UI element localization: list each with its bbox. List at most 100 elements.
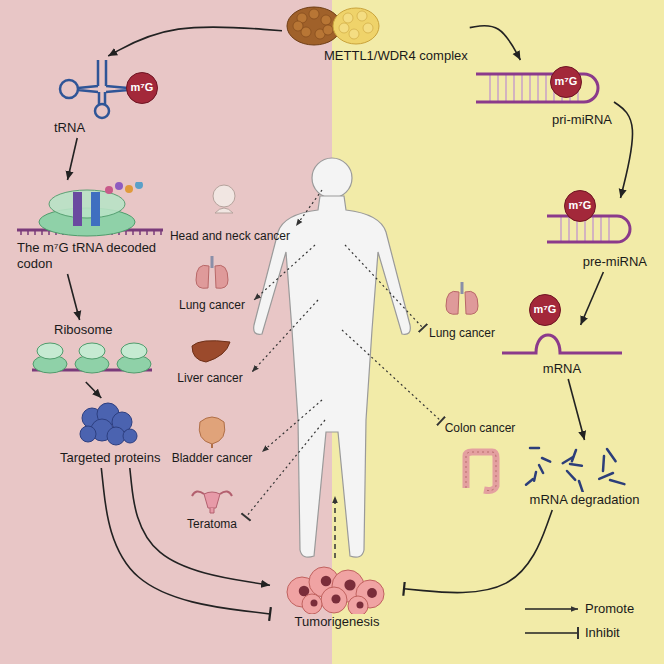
node-label: mRNA <box>543 361 581 377</box>
modification-label: m⁷G <box>569 199 592 212</box>
node-illustration-part-part <box>489 74 491 102</box>
node-label: METTL1/WDR4 complex <box>324 48 468 64</box>
m7g-badge: m⁷G <box>564 190 596 222</box>
node-illustration-part-part <box>367 588 377 598</box>
node-illustration-part-part <box>339 23 349 33</box>
node-illustration-part-part <box>513 74 515 102</box>
node-illustration-part-part <box>91 192 100 226</box>
node-illustration-part-part <box>579 481 583 492</box>
node-illustration-part-part <box>344 579 355 590</box>
bladder-icon-part <box>211 444 213 448</box>
cancer-label: Lung cancer <box>179 298 245 312</box>
node-illustration-part-part <box>607 449 616 461</box>
node-illustration-part-part <box>135 182 143 189</box>
promote-connector <box>86 382 102 398</box>
node-illustration-part-part <box>78 60 128 104</box>
pathway-node: Targeted proteins <box>50 398 164 468</box>
node-illustration-part-part <box>497 74 499 102</box>
promote-connector <box>568 379 584 440</box>
node-illustration-part-part <box>20 230 22 235</box>
promote-connector <box>108 27 282 56</box>
modification-label: m⁷G <box>534 303 557 316</box>
human-figure-part <box>312 158 352 198</box>
node-illustration-part-part <box>592 216 594 242</box>
node-illustration-part-part <box>80 426 96 442</box>
pathway-node: Ribosome <box>30 320 154 382</box>
node-illustration-part-part <box>610 480 624 484</box>
node-label: Ribosome <box>54 322 113 338</box>
legend-samples-part <box>525 608 578 610</box>
node-illustration-part-part <box>505 74 507 102</box>
right-panel <box>332 0 664 664</box>
uterus-icon-part <box>192 491 232 496</box>
node-illustration-part-part <box>34 230 36 235</box>
node-illustration-part-part <box>331 594 340 603</box>
pathway-node: pri-miRNA <box>470 60 614 130</box>
node-illustration-part-part <box>321 576 332 587</box>
node-illustration-part-part <box>79 343 105 359</box>
node-illustration-part-part <box>302 594 322 614</box>
head-icon <box>213 185 235 213</box>
cancer-label: Colon cancer <box>445 421 516 435</box>
liver-icon <box>192 341 230 362</box>
body-leader-lines-part <box>296 190 322 226</box>
node-illustration-part-part <box>502 335 622 353</box>
node-illustration-part-part <box>132 230 134 235</box>
node-illustration-part-part <box>311 600 318 607</box>
promote-connector <box>68 138 78 180</box>
node-illustration-part-part <box>95 104 109 118</box>
node-illustration-part-part <box>125 185 133 193</box>
node-illustration-part-part <box>73 192 82 226</box>
bladder-icon-part <box>199 417 225 444</box>
node-illustration-part-part <box>27 230 29 235</box>
uterus-icon <box>192 491 232 513</box>
node-label: tRNA <box>54 120 85 136</box>
node-illustration-part-part <box>123 429 137 443</box>
node-illustration-part-part <box>348 596 368 614</box>
pathway-node: Tumorigenesis <box>270 560 404 632</box>
lung-icon-part <box>211 256 214 268</box>
head-icon-part <box>215 208 233 213</box>
node-illustration-part-part <box>363 23 373 33</box>
promote-connector <box>130 468 270 585</box>
node-illustration-part-part <box>343 13 353 23</box>
node-illustration-part-part <box>539 465 543 473</box>
legend-entry: Promote <box>585 601 634 617</box>
node-illustration-part-part <box>49 190 125 218</box>
node-illustration-part-part <box>357 11 367 21</box>
node-illustration <box>472 62 612 112</box>
pathway-node: METTL1/WDR4 complex <box>282 2 470 66</box>
node-illustration-part-part <box>599 473 613 479</box>
node-illustration-part <box>526 448 624 492</box>
node-illustration <box>284 4 394 48</box>
uterus-icon-part <box>210 508 214 513</box>
node-illustration-part-part <box>107 427 125 445</box>
node-illustration-part-part <box>600 216 602 242</box>
node-illustration-part-part <box>293 21 303 31</box>
node-illustration-part-part <box>560 216 562 242</box>
inhibit-connector <box>404 510 552 593</box>
node-illustration-part-part <box>567 471 575 480</box>
node-illustration-part-part <box>321 587 347 613</box>
node-illustration-part-part <box>529 74 531 102</box>
node-illustration-part-part <box>153 230 155 235</box>
node-illustration-part-part <box>333 8 379 44</box>
node-illustration-part-part <box>41 230 43 235</box>
node-illustration <box>522 442 647 492</box>
colon-icon-part <box>466 452 496 491</box>
body-leader-lines-part <box>254 245 315 300</box>
node-illustration-part-part <box>537 74 539 102</box>
body-leader-lines-part <box>246 420 325 517</box>
node-illustration-part-part <box>115 182 123 190</box>
node-illustration-part-part <box>121 343 147 359</box>
legend-label: Inhibit <box>585 625 620 640</box>
node-illustration-part <box>502 335 622 353</box>
lung-icon-part <box>215 265 228 288</box>
node-illustration <box>272 562 402 614</box>
node-illustration-part-part <box>105 186 113 194</box>
node-illustration-part-part <box>309 9 319 19</box>
node-illustration-part-part <box>321 15 331 25</box>
colon-icon-part <box>466 452 496 491</box>
m7g-badge: m⁷G <box>550 66 582 98</box>
